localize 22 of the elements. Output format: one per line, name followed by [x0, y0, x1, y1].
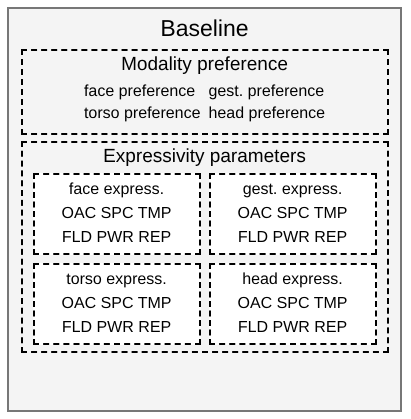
box-title: face express.	[68, 181, 164, 198]
parameter-box	[208, 263, 376, 345]
preference-text: head preference	[208, 105, 326, 122]
parameter-list: OAC SPC TMP FLD PWR REP	[238, 295, 348, 336]
parameter-list: OAC SPC TMP FLD PWR REP	[62, 205, 172, 246]
box-title: gest. express.	[242, 181, 342, 198]
preference-text: gest. preference	[208, 83, 324, 100]
parameter-list: OAC SPC TMP FLD PWR REP	[62, 295, 172, 336]
parameter-box	[208, 173, 376, 255]
box-title: torso express.	[66, 271, 167, 288]
preference-text: torso preference	[84, 105, 200, 122]
parameter-box	[32, 263, 200, 345]
outer-box	[7, 7, 402, 412]
group-title: Modality preference	[121, 53, 288, 77]
group-box	[20, 49, 388, 135]
box-title: Baseline	[160, 14, 249, 43]
parameter-box	[32, 173, 200, 255]
box-title: head express.	[242, 271, 343, 288]
parameter-list: OAC SPC TMP FLD PWR REP	[238, 205, 348, 246]
group-title: Expressivity parameters	[103, 145, 306, 169]
group-box	[20, 141, 388, 353]
preference-text: face preference	[84, 83, 196, 100]
